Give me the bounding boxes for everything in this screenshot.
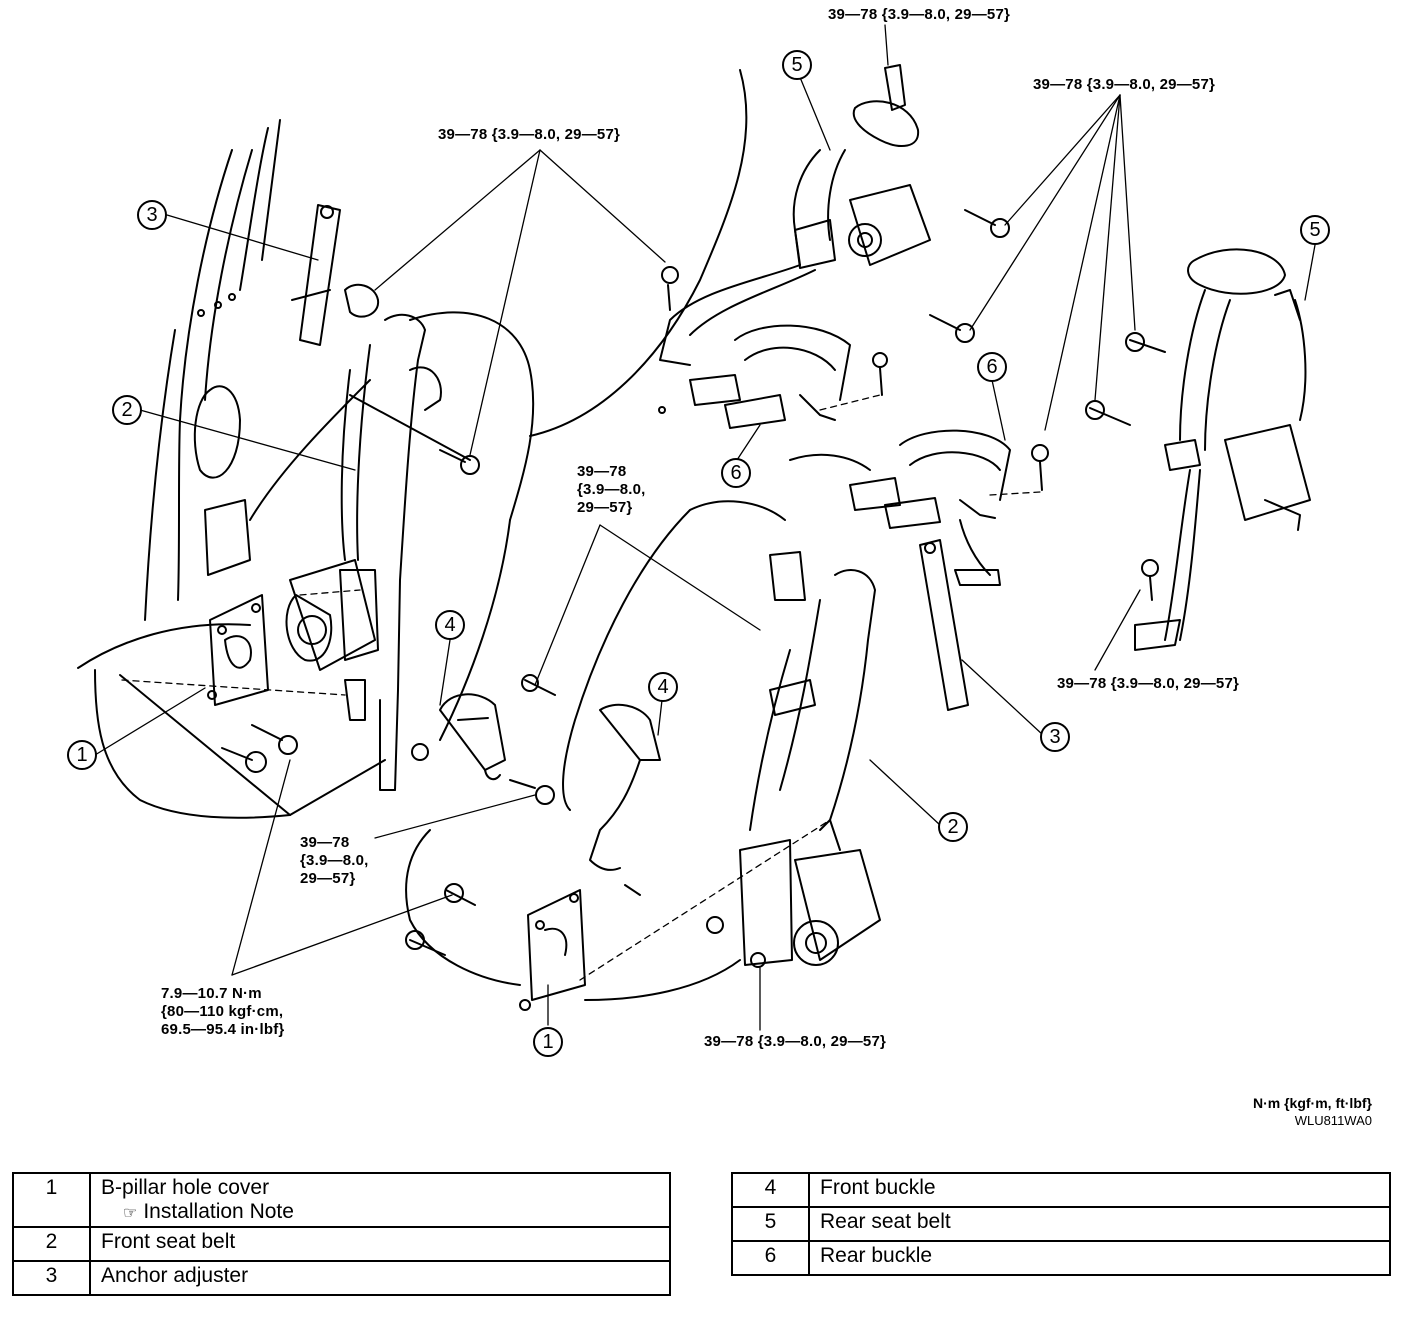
table-row: 4 Front buckle bbox=[731, 1172, 1391, 1208]
figure-code: WLU811WA0 bbox=[1294, 1113, 1372, 1128]
torque-label-small-bolt: 7.9—10.7 N·m {80—110 kgf·cm, 69.5—95.4 i… bbox=[161, 985, 285, 1038]
b-pillar-hole-cover-right bbox=[405, 883, 586, 1011]
part-name: Rear buckle bbox=[808, 1240, 1391, 1276]
part-number: 3 bbox=[12, 1260, 91, 1296]
torque-label-right-lower: 39—78 {3.9—8.0, 29—57} bbox=[1057, 675, 1240, 692]
callout-2: 2 bbox=[112, 395, 142, 425]
part-number: 6 bbox=[731, 1240, 810, 1276]
rear-buckle-middle bbox=[789, 429, 1049, 576]
part-name: Front seat belt bbox=[89, 1226, 671, 1262]
part-name: Front buckle bbox=[808, 1172, 1391, 1208]
callout-1: 1 bbox=[533, 1027, 563, 1057]
seat-belt-exploded-diagram bbox=[77, 24, 1316, 1031]
unit-note: N·m {kgf·m, ft·lbf} bbox=[1253, 1095, 1372, 1111]
callout-5: 5 bbox=[1300, 215, 1330, 245]
table-row: 5 Rear seat belt bbox=[731, 1206, 1391, 1242]
front-seat-cushion-left bbox=[77, 623, 386, 819]
torque-label-upper-left: 39—78 {3.9—8.0, 29—57} bbox=[438, 126, 621, 143]
part-number: 5 bbox=[731, 1206, 810, 1242]
b-pillar-hole-cover-left bbox=[207, 594, 269, 706]
b-pillar-panel bbox=[144, 119, 371, 621]
rear-seat-belt-upper bbox=[659, 64, 1010, 366]
callout-3: 3 bbox=[137, 200, 167, 230]
front-seat-belt-right bbox=[706, 551, 881, 968]
parts-table-right: 4 Front buckle 5 Rear seat belt 6 Rear b… bbox=[731, 1172, 1391, 1276]
torque-label-top: 39—78 {3.9—8.0, 29—57} bbox=[828, 6, 1011, 23]
part-number: 2 bbox=[12, 1226, 91, 1262]
callout-6: 6 bbox=[977, 352, 1007, 382]
leader-lines bbox=[94, 24, 1316, 1031]
callout-4: 4 bbox=[435, 610, 465, 640]
front-buckle-right bbox=[521, 674, 661, 896]
part-name-cell: B-pillar hole cover ☞ Installation Note bbox=[89, 1172, 671, 1228]
part-number: 1 bbox=[12, 1172, 91, 1228]
part-name: Rear seat belt bbox=[808, 1206, 1391, 1242]
callout-5: 5 bbox=[782, 50, 812, 80]
front-seatback-left bbox=[409, 69, 748, 741]
callout-1: 1 bbox=[67, 740, 97, 770]
rear-buckle-upper bbox=[658, 324, 888, 429]
bolts-left bbox=[221, 449, 480, 773]
installation-note[interactable]: ☞ Installation Note bbox=[101, 1200, 659, 1224]
front-seat-belt-left bbox=[285, 313, 471, 791]
callout-6: 6 bbox=[721, 458, 751, 488]
anchor-adjuster-left bbox=[291, 204, 380, 346]
table-row: 1 B-pillar hole cover ☞ Installation Note bbox=[12, 1172, 671, 1228]
anchor-adjuster-right bbox=[919, 539, 1001, 711]
table-row: 6 Rear buckle bbox=[731, 1240, 1391, 1276]
front-seat-cushion-center bbox=[405, 500, 786, 1001]
parts-table-left: 1 B-pillar hole cover ☞ Installation Note… bbox=[12, 1172, 671, 1296]
installation-note-label: Installation Note bbox=[143, 1200, 294, 1223]
table-row: 3 Anchor adjuster bbox=[12, 1260, 671, 1296]
part-name: B-pillar hole cover bbox=[101, 1176, 270, 1199]
rear-seat-belt-right bbox=[1085, 248, 1311, 651]
torque-label-bottom: 39—78 {3.9—8.0, 29—57} bbox=[704, 1033, 887, 1050]
torque-label-top-right: 39—78 {3.9—8.0, 29—57} bbox=[1033, 76, 1216, 93]
callout-2: 2 bbox=[938, 812, 968, 842]
pointing-hand-icon: ☞ bbox=[123, 1205, 138, 1222]
table-row: 2 Front seat belt bbox=[12, 1226, 671, 1262]
front-buckle-left bbox=[439, 693, 555, 805]
callout-4: 4 bbox=[648, 672, 678, 702]
torque-label-middle-stack: 39—78 {3.9—8.0, 29—57} bbox=[577, 463, 646, 516]
torque-label-left-stack: 39—78 {3.9—8.0, 29—57} bbox=[300, 834, 369, 887]
part-name: Anchor adjuster bbox=[89, 1260, 671, 1296]
callout-3: 3 bbox=[1040, 722, 1070, 752]
part-number: 4 bbox=[731, 1172, 810, 1208]
